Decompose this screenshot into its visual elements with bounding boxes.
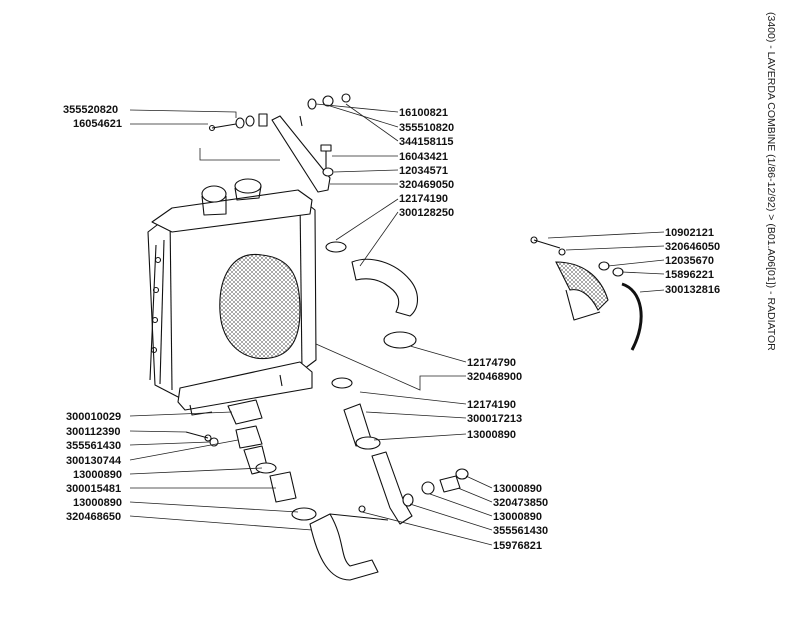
fan-guard-mesh-panel bbox=[555, 261, 609, 311]
part-label: 300132816 bbox=[665, 284, 720, 296]
part-label: 300010029 bbox=[66, 411, 121, 423]
part-label: 15976821 bbox=[493, 540, 542, 552]
part-label: 12034571 bbox=[399, 165, 448, 177]
part-label: 15896221 bbox=[665, 269, 714, 281]
part-label: 355520820 bbox=[63, 104, 118, 116]
part-label: 13000890 bbox=[467, 429, 516, 441]
part-label: 300017213 bbox=[467, 413, 522, 425]
part-label: 13000890 bbox=[493, 483, 542, 495]
part-label: 320468650 bbox=[66, 511, 121, 523]
filler-cap bbox=[201, 178, 262, 216]
part-label: 320646050 bbox=[665, 241, 720, 253]
right-bolts bbox=[530, 236, 624, 277]
radiator-assembly-drawing bbox=[147, 93, 643, 581]
part-label: 320473850 bbox=[493, 497, 548, 509]
part-label: 344158115 bbox=[399, 136, 453, 148]
top-left-bolt-washers bbox=[208, 113, 268, 132]
part-label: 355510820 bbox=[399, 122, 454, 134]
part-label: 16100821 bbox=[399, 107, 448, 119]
part-label: 12174190 bbox=[399, 193, 448, 205]
part-label: 320468900 bbox=[467, 371, 522, 383]
lower-hoses-pipes bbox=[185, 377, 469, 581]
part-label: 12174190 bbox=[467, 399, 516, 411]
part-label: 13000890 bbox=[73, 469, 122, 481]
part-label: 300128250 bbox=[399, 207, 454, 219]
part-number-labels: 355520820 16054621 16100821 355510820 34… bbox=[63, 104, 720, 552]
side-title: (3400) - LAVERDA COMBINE (1/86-12/92) > … bbox=[765, 12, 777, 351]
part-label: 355561430 bbox=[493, 525, 548, 537]
part-label: 13000890 bbox=[73, 497, 122, 509]
part-label: 12174790 bbox=[467, 357, 516, 369]
part-label: 300130744 bbox=[66, 455, 122, 467]
part-label: 13000890 bbox=[493, 511, 542, 523]
top-right-small-parts bbox=[307, 93, 351, 177]
part-label: 300015481 bbox=[66, 483, 121, 495]
seal-strip bbox=[621, 282, 643, 351]
leader-lines bbox=[129, 103, 665, 546]
part-label: 10902121 bbox=[665, 227, 714, 239]
part-label: 300112390 bbox=[66, 426, 120, 438]
radiator-side-studs bbox=[150, 256, 162, 354]
fan-shroud-mesh bbox=[219, 253, 301, 360]
upper-hose bbox=[325, 241, 419, 349]
part-label: 12035670 bbox=[665, 255, 714, 267]
part-label: 16054621 bbox=[73, 118, 122, 130]
part-label: 16043421 bbox=[399, 151, 448, 163]
part-label: 355561430 bbox=[66, 440, 121, 452]
part-label: 320469050 bbox=[399, 179, 454, 191]
